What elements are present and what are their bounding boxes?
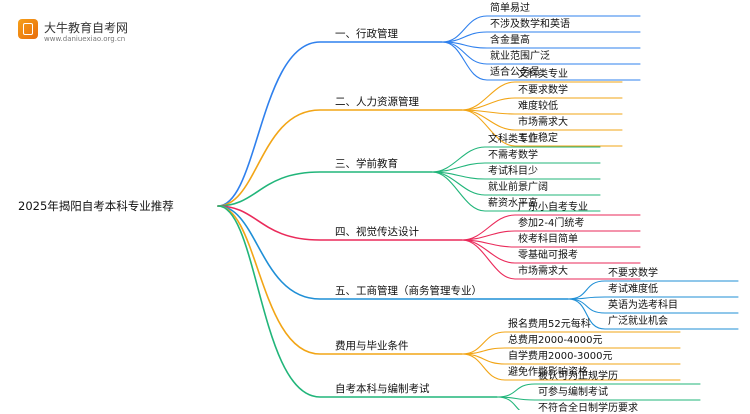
leaf-label-1-3: 含金量高 bbox=[490, 35, 530, 46]
branch-connector-5 bbox=[217, 205, 569, 300]
leaf-connector-5-1 bbox=[567, 280, 739, 300]
leaf-connector-1-5 bbox=[441, 41, 641, 81]
leaf-label-6-2: 总费用2000-4000元 bbox=[508, 335, 603, 346]
branch-label-1: 一、行政管理 bbox=[335, 28, 398, 40]
leaf-label-2-3: 难度较低 bbox=[518, 101, 558, 112]
leaf-label-1-2: 不涉及数学和英语 bbox=[490, 19, 570, 30]
leaf-connector-4-2 bbox=[461, 230, 641, 241]
branch-connector-7 bbox=[217, 205, 498, 398]
leaf-label-3-5: 薪资水平高 bbox=[488, 198, 538, 209]
leaf-connector-7-3 bbox=[496, 396, 520, 410]
leaf-connector-5-2 bbox=[567, 296, 739, 300]
branch-label-3: 三、学前教育 bbox=[335, 158, 398, 170]
branch-label-7: 自考本科与编制考试 bbox=[335, 383, 430, 395]
branch-connector-3 bbox=[217, 171, 433, 207]
leaf-label-6-4: 避免作弊影响资格 bbox=[508, 367, 588, 378]
leaf-connector-3-5 bbox=[431, 171, 601, 212]
leaf-label-2-1: 文科类专业 bbox=[518, 69, 568, 80]
branch-connector-2 bbox=[217, 109, 463, 207]
brand-logo-icon bbox=[18, 19, 38, 39]
leaf-label-5-2: 考试难度低 bbox=[608, 284, 658, 295]
leaf-connector-7-1 bbox=[496, 383, 701, 398]
branch-label-6: 费用与毕业条件 bbox=[335, 340, 409, 352]
leaf-label-1-5: 适合公务员 bbox=[490, 67, 540, 78]
leaf-label-5-4: 广泛就业机会 bbox=[608, 316, 668, 327]
leaf-connector-1-3 bbox=[441, 41, 641, 49]
branch-connector-4 bbox=[217, 205, 463, 241]
leaf-label-3-4: 就业前景广阔 bbox=[488, 182, 548, 193]
branch-label-5: 五、工商管理（商务管理专业） bbox=[335, 285, 482, 297]
leaf-connector-6-4 bbox=[461, 353, 681, 381]
leaf-connector-6-2 bbox=[461, 347, 681, 355]
brand-name: 大牛教育自考网 bbox=[44, 21, 129, 35]
leaf-label-4-2: 参加2-4门统考 bbox=[518, 218, 585, 229]
leaf-label-7-2: 可参与编制考试 bbox=[538, 387, 608, 398]
branch-label-4: 四、视觉传达设计 bbox=[335, 226, 419, 238]
leaf-label-4-1: 广东小自考专业 bbox=[518, 202, 588, 213]
branch-connector-6 bbox=[217, 205, 463, 355]
leaf-label-2-2: 不要求数学 bbox=[518, 85, 568, 96]
brand-url: www.daniuexiao.org.cn bbox=[44, 35, 126, 43]
leaf-connector-5-4 bbox=[567, 298, 739, 330]
leaf-label-1-1: 简单易过 bbox=[490, 3, 530, 14]
leaf-label-4-5: 市场需求大 bbox=[518, 266, 568, 277]
leaf-connector-2-5 bbox=[461, 109, 623, 147]
leaf-connector-2-2 bbox=[461, 97, 623, 111]
leaf-label-1-4: 就业范围广泛 bbox=[490, 51, 550, 62]
leaf-connector-4-5 bbox=[461, 239, 641, 280]
leaf-label-5-3: 英语为选考科目 bbox=[608, 300, 678, 311]
branch-label-2: 二、人力资源管理 bbox=[335, 96, 419, 108]
root-topic: 2025年揭阳自考本科专业推荐 bbox=[18, 199, 174, 213]
leaf-label-4-3: 校考科目简单 bbox=[518, 234, 578, 245]
leaf-label-6-3: 自学费用2000-3000元 bbox=[508, 351, 613, 362]
leaf-connector-3-2 bbox=[431, 162, 601, 173]
leaf-label-7-1: 被认可为正规学历 bbox=[538, 371, 618, 382]
leaf-label-2-5: 工作稳定 bbox=[518, 133, 558, 144]
leaf-label-3-2: 不需考数学 bbox=[488, 150, 538, 161]
leaf-label-7-3: 不符合全日制学历要求 bbox=[538, 403, 638, 414]
leaf-label-3-1: 文科类专业 bbox=[488, 134, 538, 145]
leaf-label-3-3: 考试科目少 bbox=[488, 166, 538, 177]
leaf-label-4-4: 零基础可报考 bbox=[518, 250, 578, 261]
leaf-connector-1-2 bbox=[441, 31, 641, 43]
leaf-label-6-1: 报名费用52元每科 bbox=[508, 319, 591, 330]
branch-connector-1 bbox=[217, 41, 443, 207]
leaf-label-5-1: 不要求数学 bbox=[608, 268, 658, 279]
leaf-label-2-4: 市场需求大 bbox=[518, 117, 568, 128]
